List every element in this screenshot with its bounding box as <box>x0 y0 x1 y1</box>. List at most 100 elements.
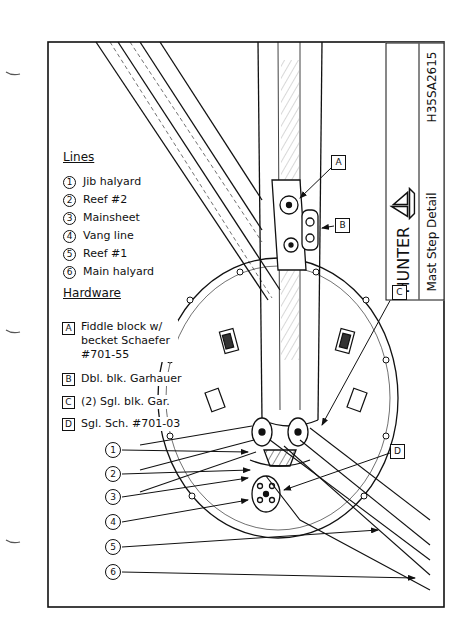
logo-row: HUNTER <box>386 43 419 299</box>
callout-text: 2 <box>67 196 73 205</box>
callout-number: 6 <box>105 564 121 580</box>
drawing-stroke <box>110 42 272 298</box>
drawing-stroke <box>252 476 280 512</box>
callout-text: 4 <box>67 232 73 241</box>
drawing-stroke <box>258 484 263 489</box>
hardware-name: Sgl. Sch. #701-03 <box>80 417 181 431</box>
drawing-stroke <box>335 329 354 354</box>
callout-letter: A <box>331 155 346 170</box>
drawing-stroke <box>259 429 265 435</box>
drawing-stroke <box>189 493 195 499</box>
callout-number: 6 <box>63 266 76 279</box>
drawing-stroke <box>270 498 275 503</box>
drawing-stroke <box>160 42 262 200</box>
boom-and-lines <box>96 42 280 300</box>
callout-letter: B <box>62 373 75 386</box>
callout-letter: D <box>62 418 75 431</box>
drawing-stroke <box>205 388 225 412</box>
drawing-stroke <box>158 258 398 538</box>
line-name: Reef #2 <box>82 193 128 207</box>
callout-text: C <box>65 398 71 407</box>
drawing-stroke <box>363 297 369 303</box>
callout-text: 6 <box>67 268 73 277</box>
callout-letter: C <box>392 285 407 300</box>
callout-text: 3 <box>67 214 73 223</box>
drawing-stroke <box>300 440 430 545</box>
drawing-stroke <box>167 433 173 439</box>
drawing-stroke <box>284 446 430 575</box>
line-name: Jib halyard <box>82 175 142 189</box>
drawing-stroke <box>258 498 263 503</box>
plate-bolts <box>167 269 389 499</box>
drawing-stroke <box>347 388 367 412</box>
drawing-stroke <box>289 243 293 247</box>
drawing-stroke <box>272 180 306 270</box>
drawing-stroke <box>130 42 262 242</box>
callout-text: 5 <box>110 543 116 552</box>
brand-logo-text: HUNTER <box>393 226 412 293</box>
title-block: HUNTER Mast Step DetailH35SA2615 <box>385 42 444 300</box>
drawing-stroke <box>6 72 20 75</box>
callout-letter: B <box>335 218 350 233</box>
callout-text: 3 <box>110 493 116 502</box>
callout-text: 6 <box>110 568 116 577</box>
binder-holes <box>6 72 20 543</box>
drawing-stroke <box>300 168 331 198</box>
drawing-stroke <box>266 476 430 590</box>
drawing-stroke <box>295 429 301 435</box>
callout-letter: C <box>62 396 75 409</box>
drawing-stroke <box>6 540 20 543</box>
drawing-stroke <box>122 478 248 497</box>
drawing-stroke <box>339 333 350 349</box>
callout-letter: A <box>62 322 75 335</box>
drawing-stroke <box>322 226 334 228</box>
drawing-stroke <box>281 60 299 360</box>
drawing-stroke <box>284 238 298 252</box>
drawing-stroke <box>6 330 20 333</box>
hardware-name: Fiddle block w/ becket Schaefer #701-55 <box>80 320 178 362</box>
drawing-stroke <box>288 418 308 446</box>
callout-number: 1 <box>63 176 76 189</box>
drawing-stroke <box>118 42 280 290</box>
callout-text: 2 <box>110 470 116 479</box>
callout-text: A <box>65 324 71 333</box>
line-name: Main halyard <box>82 265 155 279</box>
drawing-stroke <box>287 203 292 208</box>
drawing-stroke <box>122 450 248 452</box>
drawing-stroke <box>237 269 243 275</box>
boat-logo-stroke <box>391 188 414 218</box>
callout-text: B <box>65 375 71 384</box>
callout-text: C <box>396 288 402 297</box>
callout-text: 1 <box>67 178 73 187</box>
fiddle-block <box>272 180 306 270</box>
legend-heading: Lines <box>62 150 95 164</box>
callout-text: 1 <box>110 446 116 455</box>
callout-text: B <box>339 221 345 230</box>
double-block <box>302 210 318 250</box>
boat-logo <box>389 186 415 220</box>
callout-text: D <box>394 447 401 456</box>
callout-number: 5 <box>105 539 121 555</box>
drawing-stroke <box>187 297 193 303</box>
callout-letter: D <box>390 444 405 459</box>
callout-text: 5 <box>67 250 73 259</box>
drawing-title-row: Mast Step DetailH35SA2615 <box>419 43 443 299</box>
callout-number: 1 <box>105 442 121 458</box>
callout-number: 5 <box>63 248 76 261</box>
drawing-stroke <box>383 433 389 439</box>
drawing-stroke <box>322 297 392 425</box>
callout-number: 4 <box>63 230 76 243</box>
drawing-stroke <box>219 329 238 354</box>
drawing-stroke <box>122 530 378 547</box>
drawing-stroke <box>306 234 314 242</box>
drawing-stroke <box>280 196 298 214</box>
drawing-stroke <box>166 266 390 530</box>
callout-text: A <box>335 158 341 167</box>
callout-number: 3 <box>63 212 76 225</box>
drawing-number: H35SA2615 <box>424 51 438 122</box>
callout-text: 4 <box>110 518 116 527</box>
drawing-stroke <box>122 470 250 474</box>
deck-plate <box>158 258 398 538</box>
drawing-stroke <box>284 453 390 490</box>
callout-number: 4 <box>105 514 121 530</box>
